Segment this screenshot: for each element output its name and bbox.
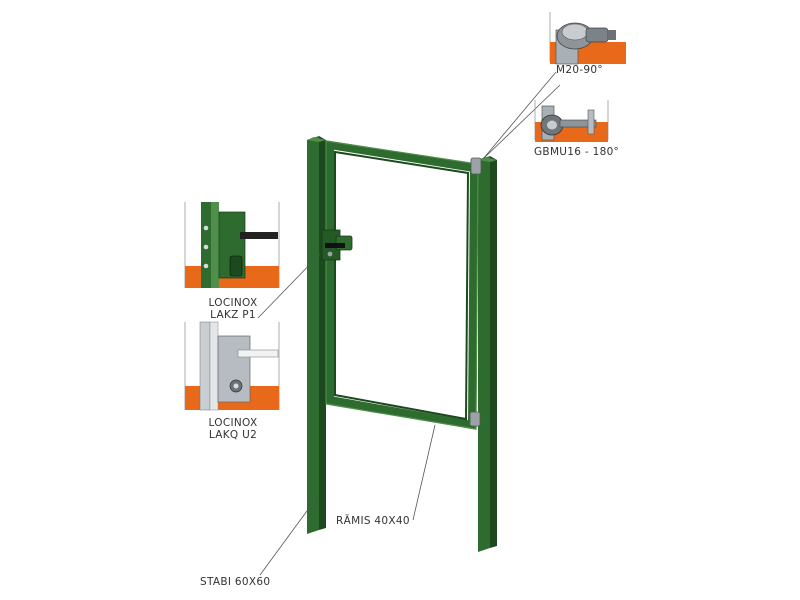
gate-frame [325,140,479,430]
lock-lakq-model: LAKQ U2 [208,429,258,441]
lock-lakq-brand: LOCINOX [208,417,258,429]
leader-lines [257,71,561,576]
hinge-bottom-label: GBMU16 - 180° [534,146,620,158]
lock-lakq-label: LOCINOX LAKQ U2 [196,417,270,441]
lock-lakz-model: LAKZ P1 [210,309,256,321]
hinge-gbmu16-thumbnail [534,100,609,142]
lock-lakq-u2-thumbnail [184,321,280,411]
hinge-top-label: M20-90° [556,64,603,76]
posts-label: STABI 60X60 [200,576,271,588]
lock-lakz-p1-thumbnail [184,202,280,288]
gate-lock [321,229,353,261]
hinge-m20-thumbnail [549,12,626,65]
right-post [478,156,497,552]
lock-lakz-label: LOCINOX LAKZ P1 [196,297,270,321]
left-post [307,136,326,534]
frame-label: RĀMIS 40X40 [336,515,410,527]
hinge-bolts [469,157,482,427]
lock-lakz-brand: LOCINOX [208,297,258,309]
